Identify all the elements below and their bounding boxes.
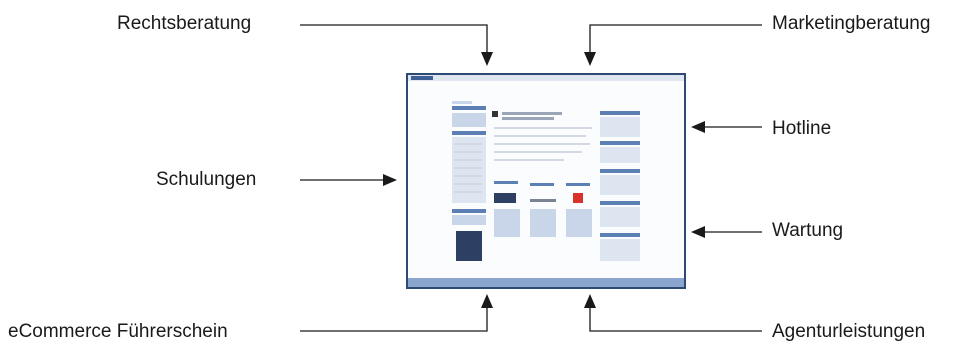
- screenshot-right-box: [600, 207, 640, 227]
- screenshot-left-line: [454, 151, 482, 153]
- screenshot-left-line: [454, 159, 482, 161]
- arrowhead-rechtsberatung: [481, 52, 493, 66]
- screenshot-left-line: [454, 143, 482, 145]
- screenshot-center-card: [494, 209, 520, 237]
- website-screenshot: [406, 73, 686, 289]
- screenshot-center-product: [530, 199, 556, 202]
- screenshot-center-text: [494, 159, 564, 161]
- screenshot-left-heading-2: [452, 131, 486, 135]
- arrowhead-ecommerce: [481, 294, 493, 308]
- screenshot-left-header: [452, 101, 472, 104]
- screenshot-left-box-2: [452, 215, 486, 225]
- screenshot-center-title: [502, 117, 554, 120]
- screenshot-center-tab: [530, 183, 554, 186]
- screenshot-center-text: [494, 151, 582, 153]
- screenshot-center-product: [573, 193, 583, 203]
- screenshot-right-box: [600, 147, 640, 163]
- screenshot-center-icon: [492, 111, 498, 117]
- screenshot-center-tab: [494, 181, 518, 184]
- screenshot-right-heading: [600, 233, 640, 237]
- arrowhead-agenturleistungen: [584, 294, 596, 308]
- label-wartung: Wartung: [772, 220, 844, 241]
- screenshot-left-line: [454, 183, 482, 185]
- screenshot-center-text: [494, 135, 586, 137]
- label-agenturleistungen: Agenturleistungen: [772, 321, 926, 342]
- screenshot-left-photo: [456, 231, 482, 261]
- label-hotline: Hotline: [772, 118, 832, 139]
- screenshot-left-line: [454, 175, 482, 177]
- screenshot-right-heading: [600, 201, 640, 205]
- screenshot-center-text: [494, 127, 592, 129]
- screenshot-right-heading: [600, 169, 640, 173]
- screenshot-topbar: [408, 75, 684, 81]
- screenshot-right-box: [600, 117, 640, 137]
- arrowhead-wartung: [691, 226, 705, 238]
- screenshot-left-nav: [452, 106, 486, 110]
- screenshot-logo: [411, 76, 433, 80]
- screenshot-right-heading: [600, 111, 640, 115]
- screenshot-center-tab: [566, 183, 590, 186]
- screenshot-left-line: [454, 167, 482, 169]
- screenshot-right-heading: [600, 141, 640, 145]
- screenshot-center-title: [502, 112, 562, 115]
- arrowhead-hotline: [691, 121, 705, 133]
- label-ecommerce-fuehrerschein: eCommerce Führerschein: [8, 321, 228, 342]
- screenshot-right-box: [600, 175, 640, 195]
- screenshot-left-line: [454, 191, 482, 193]
- screenshot-center-card: [530, 209, 556, 237]
- screenshot-left-heading-3: [452, 209, 486, 213]
- screenshot-center-text: [494, 143, 590, 145]
- screenshot-right-box: [600, 239, 640, 261]
- screenshot-center-card: [566, 209, 592, 237]
- arrowhead-schulungen: [383, 174, 397, 186]
- label-schulungen: Schulungen: [156, 169, 257, 190]
- screenshot-center-product: [494, 193, 516, 203]
- label-rechtsberatung: Rechtsberatung: [117, 13, 252, 34]
- arrow-ecommerce: [300, 307, 488, 332]
- screenshot-footer: [408, 278, 684, 287]
- arrow-marketingberatung: [589, 24, 762, 53]
- arrowhead-marketingberatung: [584, 52, 596, 66]
- label-marketingberatung: Marketingberatung: [772, 13, 931, 34]
- arrow-rechtsberatung: [300, 24, 488, 53]
- screenshot-left-box-1: [452, 113, 486, 127]
- arrow-agenturleistungen: [589, 307, 762, 332]
